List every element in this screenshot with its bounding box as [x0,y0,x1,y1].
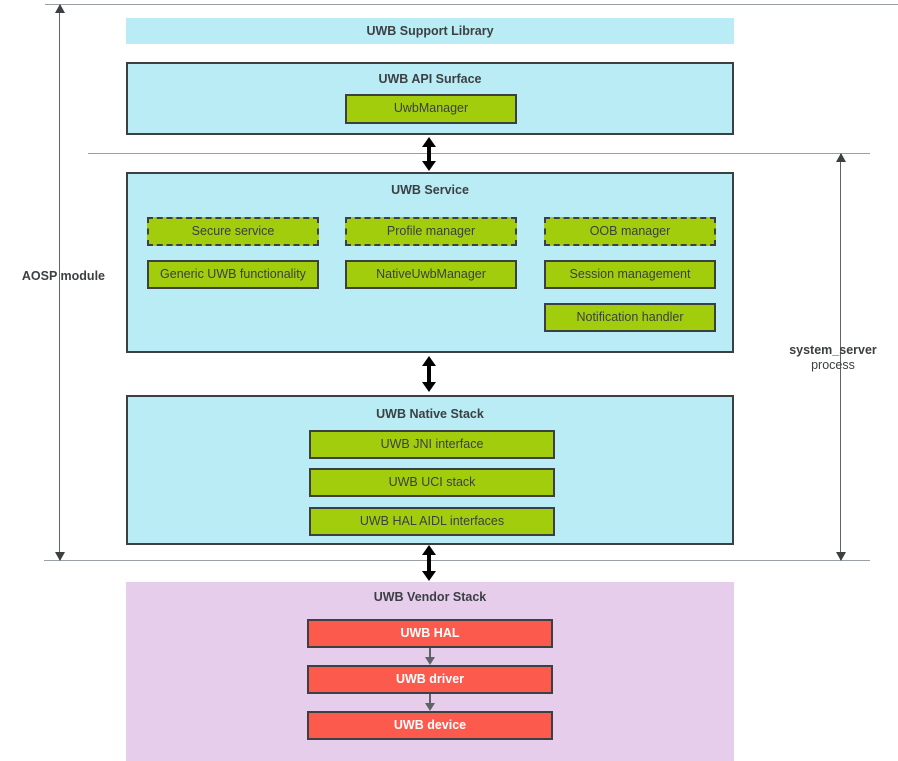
arrowhead-down-icon [54,552,65,561]
component-label: UWB HAL [400,625,460,640]
component-session-management[interactable]: Session management [544,260,716,289]
component-label: NativeUwbManager [376,266,486,281]
arrowhead-down-icon [422,161,436,171]
component-label: UWB UCI stack [388,474,476,489]
flow-native-to-vendor [419,545,439,581]
flow-service-to-native [419,356,439,392]
arrowhead-up-icon [835,153,846,162]
component-oob-manager[interactable]: OOB manager [544,217,716,246]
component-label: UWB HAL AIDL interfaces [359,513,505,528]
arrowhead-down-icon [835,552,846,561]
component-uwb-jni-interface[interactable]: UWB JNI interface [309,430,555,459]
component-label: Generic UWB functionality [160,266,306,281]
component-notification-handler[interactable]: Notification handler [544,303,716,332]
component-label: UWB driver [395,671,465,686]
component-label: UWB JNI interface [380,436,484,451]
component-label: Session management [569,266,691,281]
component-label: UwbManager [393,101,469,116]
arrowhead-down-icon [425,703,435,711]
layer-title-uwb-service: UWB Service [391,183,469,197]
component-uwb-driver[interactable]: UWB driver [307,665,553,694]
layer-title-native-stack: UWB Native Stack [376,407,484,421]
boundary-line-api-service [88,153,870,154]
arrowhead-up-icon [422,356,436,366]
component-secure-service[interactable]: Secure service [147,217,319,246]
system-server-label: system_server process [768,343,898,373]
arrowhead-down-icon [422,571,436,581]
system-server-scope-arrow [835,153,846,561]
component-nativeuwbmanager[interactable]: NativeUwbManager [345,260,517,289]
layer-title-vendor-stack: UWB Vendor Stack [373,590,487,604]
arrowhead-up-icon [422,137,436,147]
component-label: Secure service [191,223,275,238]
layer-uwb-vendor-stack: UWB Vendor Stack UWB HAL UWB driver UWB … [126,582,734,761]
layer-uwb-api-surface: UWB API Surface UwbManager [126,62,734,135]
arrowhead-up-icon [422,545,436,555]
arrowhead-up-icon [54,4,65,13]
connector-driver-to-device [423,694,437,711]
system-server-label-strong: system_server [789,343,877,357]
layer-title-api-surface: UWB API Surface [378,72,482,86]
connector-hal-to-driver [423,648,437,665]
component-uwb-device[interactable]: UWB device [307,711,553,740]
component-label: OOB manager [589,223,671,238]
component-uwb-uci-stack[interactable]: UWB UCI stack [309,468,555,497]
component-label: Notification handler [576,309,684,324]
component-uwb-hal-aidl-interfaces[interactable]: UWB HAL AIDL interfaces [309,507,555,536]
component-profile-manager[interactable]: Profile manager [345,217,517,246]
aosp-module-label-strong: AOSP module [21,269,105,283]
layer-uwb-service: UWB Service Secure service Profile manag… [126,172,734,353]
component-uwb-hal[interactable]: UWB HAL [307,619,553,648]
arrowhead-down-icon [425,657,435,665]
component-label: Profile manager [386,223,476,238]
boundary-line-top [45,4,898,5]
layer-title-support-library: UWB Support Library [366,24,494,38]
boundary-line-bottom [44,560,870,561]
arrowhead-down-icon [422,382,436,392]
aosp-module-scope-arrow [54,4,65,561]
system-server-label-plain: process [811,358,855,372]
component-uwbmanager[interactable]: UwbManager [345,94,517,124]
component-label: UWB device [393,717,467,732]
layer-uwb-native-stack: UWB Native Stack UWB JNI interface UWB U… [126,395,734,545]
component-generic-uwb-functionality[interactable]: Generic UWB functionality [147,260,319,289]
aosp-module-label: AOSP module [0,269,105,284]
flow-api-to-service [419,137,439,171]
layer-uwb-support-library: UWB Support Library [126,18,734,44]
